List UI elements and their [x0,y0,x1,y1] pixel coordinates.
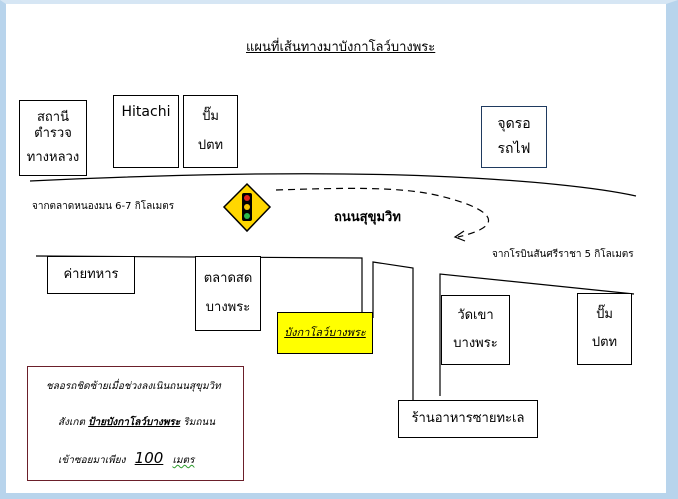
soi-right-wall [439,273,635,396]
note-line-3: เข้าซอยมาเพียง 100 เมตร [58,449,194,468]
landmark-army-camp: ค่ายทหาร [47,256,135,294]
distance-from-right-label: จากโรบินสันศรีราชา 5 กิโลเมตร [492,249,634,260]
note-line-3-prefix: เข้าซอยมาเพียง [58,455,126,466]
landmark-label: ปตท [591,335,618,351]
landmark-label: ตลาดสด [203,270,253,286]
note-distance-unit: เมตร [172,455,195,466]
landmark-label: ปั๊ม [202,109,219,125]
landmark-label: ร้านอาหารซายทะเล [411,411,525,427]
note-sign-name: ป้ายบังกาโลว์บางพระ [88,417,181,428]
note-line-2: สังเกต ป้ายบังกาโลว์บางพระ ริมถนน [58,415,215,430]
note-distance-number: 100 [134,449,164,467]
landmark-label: ปั๊ม [596,306,613,322]
landmark-label: สถานีตำรวจ [34,110,72,141]
soi-left-wall [372,261,414,400]
map-title: แผนที่เส้นทางมาบังกาโลว์บางพระ [246,40,436,55]
road-lower-edge [35,255,363,318]
landmark-label: จุดรอ [497,115,531,132]
note-line-2-suffix: ริมถนน [183,417,216,428]
traffic-light-icon [222,182,272,233]
road-name-label: ถนนสุขุมวิท [334,210,401,225]
landmark-police-station: สถานีตำรวจ ทางหลวง [19,100,87,176]
landmark-label: ปตท [197,138,224,154]
landmark-label: วัดเขา [457,308,494,324]
landmark-label: Hitachi [121,104,171,120]
road-upper-edge [29,173,637,197]
landmark-seafood-restaurant: ร้านอาหารซายทะเล [398,400,538,438]
direction-note: ชลอรถชิดซ้ายเมื่อช่วงลงเนินถนนสุขุมวิท ส… [27,366,244,481]
landmark-gas-station-top: ปั๊ม ปตท [183,95,238,168]
landmark-label: บางพระ [205,300,251,316]
landmark-gas-station-bottom: ปั๊ม ปตท [577,293,632,365]
landmark-bungalow: บังกาโลว์บางพระ [277,312,373,354]
landmark-label: ทางหลวง [26,150,80,166]
note-line-1: ชลอรถชิดซ้ายเมื่อช่วงลงเนินถนนสุขุมวิท [46,381,221,392]
landmark-label: รถไฟ [497,141,531,158]
landmark-train-stop: จุดรอ รถไฟ [481,106,547,168]
note-line-2-prefix: สังเกต [58,417,85,428]
distance-from-left-label: จากตลาดหนองมน 6-7 กิโลเมตร [32,201,175,212]
landmark-label: บางพระ [453,336,498,352]
landmark-label: บังกาโลว์บางพระ [284,326,366,340]
landmark-market: ตลาดสด บางพระ [195,256,261,331]
route-arrow-head [453,230,466,242]
landmark-temple: วัดเขา บางพระ [441,295,510,365]
landmark-hitachi: Hitachi [113,95,179,168]
landmark-label: ค่ายทหาร [63,267,119,283]
